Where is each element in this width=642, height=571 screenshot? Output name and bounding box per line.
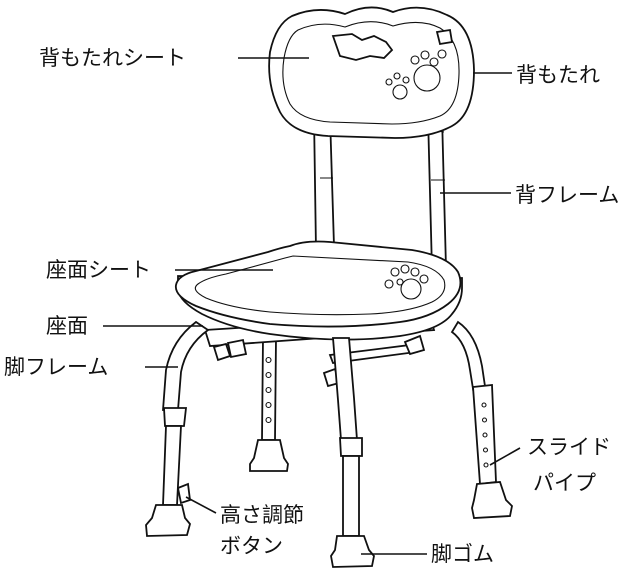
label-slide-pipe-line2: パイプ [533, 471, 596, 495]
leader-height-button [185, 496, 217, 514]
label-seat: 座面 [46, 314, 88, 338]
label-leg-rubber: 脚ゴム [431, 542, 494, 566]
backrest-shape [268, 6, 475, 139]
front-right-leg [330, 337, 375, 568]
label-seat-sheet: 座面シート [46, 258, 151, 282]
rear-right-leg [450, 320, 513, 519]
label-height-button-line1: 高さ調節 [220, 503, 304, 527]
seat-shape [174, 240, 463, 341]
leader-lines [103, 57, 521, 555]
label-leg-frame: 脚フレーム [4, 355, 109, 379]
label-backrest: 背もたれ [516, 63, 600, 87]
label-height-button-line2: ボタン [220, 534, 283, 558]
label-slide-pipe-line1: スライド [527, 435, 611, 459]
label-back-frame: 背フレーム [515, 183, 620, 207]
label-back-seat: 背もたれシート [39, 46, 186, 70]
rear-left-leg [249, 337, 289, 472]
leader-slide-pipe [489, 447, 521, 466]
